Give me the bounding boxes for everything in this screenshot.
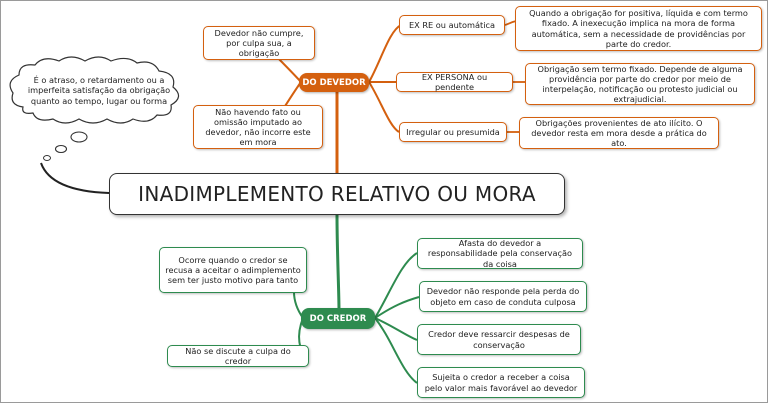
hub-do-credor[interactable]: DO CREDOR [301,308,375,329]
thought-cloud-icon [9,56,180,194]
credor-right-node[interactable]: Sujeita o credor a receber a coisa pelo … [417,367,585,398]
branch-ex-persona-detail[interactable]: Obrigação sem termo fixado. Depende de a… [525,63,755,105]
branch-irregular-detail[interactable]: Obrigações provenientes de ato ilícito. … [519,117,719,149]
branch-ex-re[interactable]: EX RE ou automática [399,15,505,35]
credor-right-node[interactable]: Credor deve ressarcir despesas de conser… [417,324,581,355]
branch-ex-re-detail[interactable]: Quando a obrigação for positiva, líquida… [515,6,762,51]
branch-irregular[interactable]: Irregular ou presumida [399,122,507,142]
credor-right-node[interactable]: Devedor não responde pela perda do objet… [419,281,587,312]
devedor-left-node[interactable]: Não havendo fato ou omissão imputado ao … [193,105,323,149]
central-topic[interactable]: INADIMPLEMENTO RELATIVO OU MORA [109,173,565,215]
cloud-definition-text: É o atraso, o retardamento ou a imperfei… [27,75,171,106]
hub-do-devedor[interactable]: DO DEVEDOR [299,73,369,92]
devedor-left-node[interactable]: Devedor não cumpre, por culpa sua, a obr… [203,26,315,60]
credor-left-node[interactable]: Ocorre quando o credor se recusa a aceit… [159,247,307,293]
credor-left-node[interactable]: Não se discute a culpa do credor [167,345,309,367]
credor-right-node[interactable]: Afasta do devedor a responsabilidade pel… [417,238,583,269]
branch-ex-persona[interactable]: EX PERSONA ou pendente [396,72,513,92]
